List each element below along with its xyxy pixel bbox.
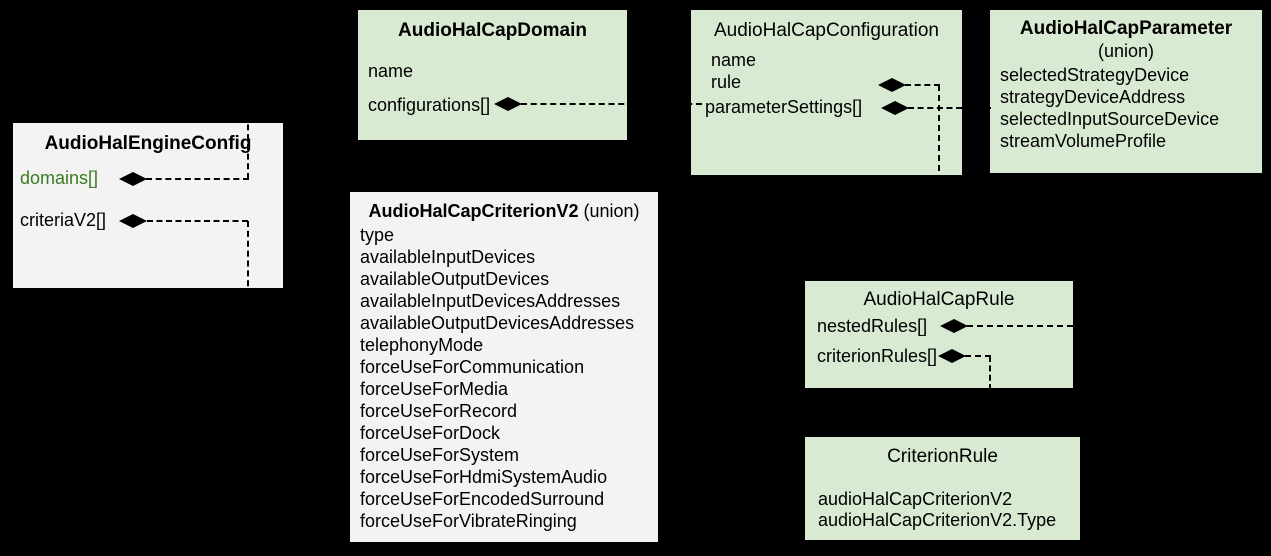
- class-title: AudioHalCapConfiguration: [714, 20, 939, 41]
- field-forceUseForCommunication: forceUseForCommunication: [360, 357, 585, 377]
- aggregation-diamond-icon: [119, 214, 147, 228]
- field-criteriaV2: criteriaV2[]: [20, 210, 107, 230]
- field-domains: domains[]: [20, 168, 99, 188]
- field-nestedRules: nestedRules[]: [817, 316, 928, 336]
- field-audioHalCapCriterionV2: audioHalCapCriterionV2: [818, 489, 1013, 509]
- field-telephonyMode: telephonyMode: [360, 335, 484, 355]
- class-box-audio-hal-cap-criterion-v2: AudioHalCapCriterionV2 (union) type avai…: [350, 192, 658, 542]
- connector-criteriaV2-v: [247, 221, 249, 306]
- field-strategyDeviceAddress: strategyDeviceAddress: [1000, 87, 1186, 107]
- class-box-audio-hal-cap-parameter: AudioHalCapParameter (union) selectedStr…: [990, 10, 1262, 173]
- field-availableOutputDevices: availableOutputDevices: [360, 269, 550, 289]
- field-forceUseForRecord: forceUseForRecord: [360, 401, 518, 421]
- class-box-audio-hal-cap-rule: AudioHalCapRule nestedRules[] criterionR…: [805, 281, 1073, 388]
- field-availableOutputDevicesAddresses: availableOutputDevicesAddresses: [360, 313, 635, 333]
- class-title-text: AudioHalCapCriterionV2: [368, 201, 579, 221]
- class-title: CriterionRule: [887, 446, 998, 467]
- connector-rule-h: [905, 84, 940, 86]
- field-forceUseForMedia: forceUseForMedia: [360, 379, 509, 399]
- class-subtitle-union: (union): [1097, 41, 1155, 61]
- class-title: AudioHalCapCriterionV2 (union): [350, 201, 658, 222]
- aggregation-diamond-icon: [119, 172, 147, 186]
- field-selectedInputSourceDevice: selectedInputSourceDevice: [1000, 109, 1220, 129]
- field-configurations: configurations[]: [368, 95, 491, 115]
- connector-criterionRules-v: [989, 356, 991, 437]
- field-selectedStrategyDevice: selectedStrategyDevice: [1000, 65, 1190, 85]
- class-title: AudioHalCapParameter: [1019, 18, 1233, 39]
- field-criterionRules: criterionRules[]: [817, 346, 938, 366]
- connector-criterionRules-h: [965, 355, 991, 357]
- aggregation-diamond-icon: [938, 349, 966, 363]
- class-subtitle-union: (union): [583, 201, 640, 221]
- connector-configurations-h: [521, 103, 702, 105]
- aggregation-diamond-icon: [494, 97, 522, 111]
- class-title: AudioHalCapRule: [863, 289, 1015, 310]
- field-forceUseForHdmiSystemAudio: forceUseForHdmiSystemAudio: [360, 467, 608, 487]
- field-type: type: [360, 225, 395, 245]
- class-box-criterion-rule: CriterionRule audioHalCapCriterionV2 aud…: [805, 437, 1080, 540]
- class-title: AudioHalEngineConfig: [44, 133, 252, 154]
- connector-parameterSettings-h: [908, 107, 991, 109]
- field-forceUseForDock: forceUseForDock: [360, 423, 501, 443]
- field-forceUseForVibrateRinging: forceUseForVibrateRinging: [360, 511, 577, 531]
- class-box-audio-hal-cap-configuration: AudioHalCapConfiguration name rule param…: [691, 10, 962, 175]
- aggregation-diamond-icon: [878, 78, 906, 92]
- field-audioHalCapCriterionV2-type: audioHalCapCriterionV2.Type: [818, 510, 1057, 530]
- class-box-audio-hal-cap-domain: AudioHalCapDomain name configurations[]: [358, 10, 627, 140]
- field-name: name: [368, 61, 414, 81]
- connector-domains-h: [146, 178, 249, 180]
- field-availableInputDevices: availableInputDevices: [360, 247, 536, 267]
- aggregation-diamond-icon: [881, 101, 909, 115]
- class-box-audio-hal-engine-config: AudioHalEngineConfig domains[] criteriaV…: [13, 123, 283, 288]
- field-streamVolumeProfile: streamVolumeProfile: [1000, 131, 1167, 151]
- field-forceUseForSystem: forceUseForSystem: [360, 445, 520, 465]
- connector-criteriaV2-h: [147, 220, 248, 222]
- connector-nestedRules-h: [967, 325, 1073, 327]
- connector-domains-v: [247, 105, 249, 179]
- class-title: AudioHalCapDomain: [398, 20, 587, 41]
- field-forceUseForEncodedSurround: forceUseForEncodedSurround: [360, 489, 605, 509]
- field-parameterSettings: parameterSettings[]: [705, 97, 863, 117]
- field-rule: rule: [711, 72, 742, 92]
- connector-rule-v: [938, 85, 940, 281]
- aggregation-diamond-icon: [940, 319, 968, 333]
- field-name: name: [711, 50, 757, 70]
- field-availableInputDevicesAddresses: availableInputDevicesAddresses: [360, 291, 621, 311]
